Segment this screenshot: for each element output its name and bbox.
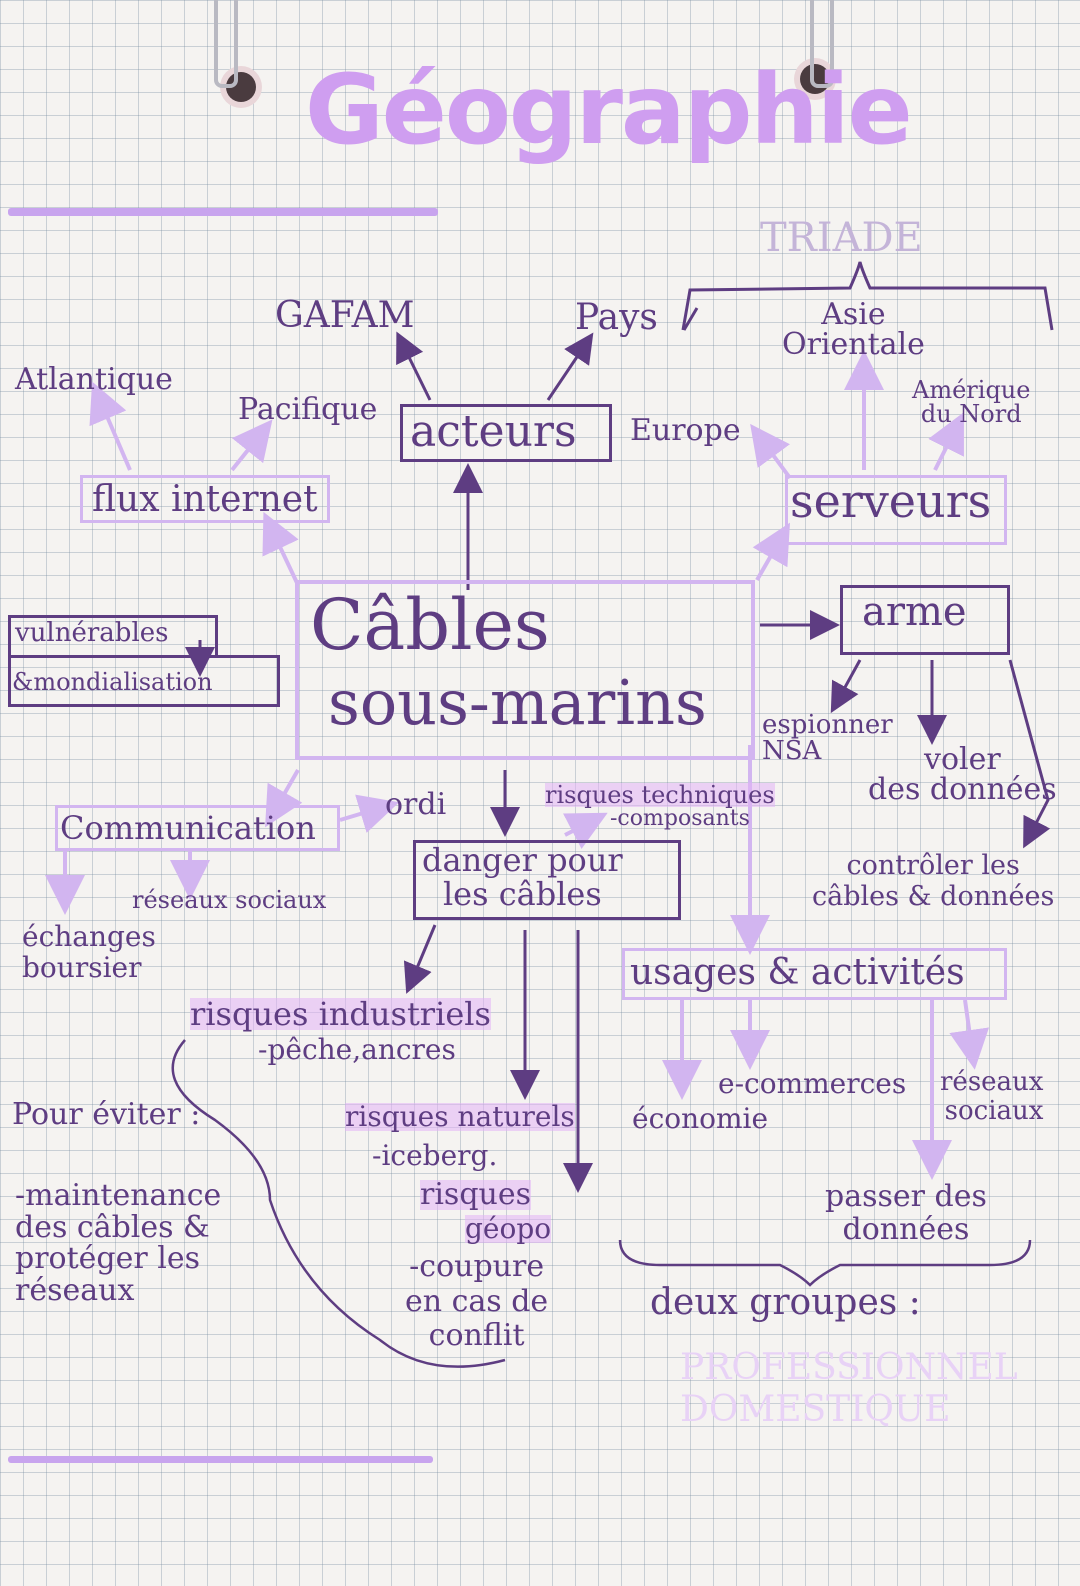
iceberg-label: -iceberg. xyxy=(372,1139,498,1172)
arrow-communication-ordi xyxy=(339,794,400,833)
domestique-label: DOMESTIQUE xyxy=(680,1389,951,1430)
risques-industriels-label: risques industriels xyxy=(190,995,491,1033)
cables-label: Câbles xyxy=(310,584,550,666)
mondialisation-box xyxy=(8,655,280,707)
arrow-danger-risques-ind xyxy=(403,924,437,994)
flux-internet-label: flux internet xyxy=(92,479,318,520)
atlantique-label: Atlantique xyxy=(15,362,173,397)
arrow-cables-serveurs xyxy=(752,522,790,581)
echanges-boursier-label: échanges boursier xyxy=(22,920,156,984)
asie-orientale-label: Asie Orientale xyxy=(782,297,925,362)
arrow-flux-atlantique xyxy=(89,381,132,471)
arrow-arme-controler xyxy=(1008,659,1051,849)
deux-groupes-label: deux groupes : xyxy=(650,1282,921,1323)
bottom-underline xyxy=(8,1456,433,1463)
usages-label: usages & activités xyxy=(630,952,965,993)
arrow-acteurs-pays xyxy=(546,332,594,401)
line-pays-bracket xyxy=(682,307,699,331)
pacifique-label: Pacifique xyxy=(238,392,378,427)
maintenance-label: -maintenance des câbles & protéger les r… xyxy=(15,1178,222,1308)
vulnerables-box xyxy=(8,615,218,657)
composants-label: -composants xyxy=(610,806,750,831)
acteurs-box xyxy=(400,404,612,462)
binder-ring-left xyxy=(214,0,238,88)
coupure-label: -coupure en cas de conflit xyxy=(405,1249,549,1353)
arrow-arme-espionner xyxy=(830,659,862,714)
arrow-danger-risques-tech xyxy=(563,812,608,849)
professionnel-label: PROFESSIONNEL xyxy=(680,1347,1018,1388)
binder-ring-right xyxy=(810,0,834,88)
serveurs-box xyxy=(785,475,1007,545)
binder-hole-right xyxy=(800,64,830,94)
danger-box xyxy=(413,840,681,920)
ordi-label: ordi xyxy=(385,787,447,822)
vulnerables-label: vulnérables xyxy=(15,618,169,648)
communication-box xyxy=(55,805,340,851)
risques-naturels-label: risques naturels xyxy=(345,1100,575,1133)
arrow-serveurs-europe xyxy=(750,423,792,480)
reseaux-sociaux-label: réseaux sociaux xyxy=(132,886,327,914)
arrow-cables-communication xyxy=(265,769,303,828)
pour-eviter-label: Pour éviter : xyxy=(12,1097,201,1132)
risques-geo-label-1: risques xyxy=(420,1177,532,1212)
usages-brace xyxy=(618,1239,1032,1287)
arrow-acteurs-gafam xyxy=(396,331,432,401)
communication-label: Communication xyxy=(60,809,316,847)
danger-label: danger pour les câbles xyxy=(422,841,623,913)
arme-box xyxy=(840,585,1010,655)
reseaux-sociaux-2-label: réseaux sociaux xyxy=(940,1067,1044,1126)
risques-techniques-label: risques techniques xyxy=(545,781,775,809)
pays-label: Pays xyxy=(575,297,658,338)
arrow-cables-flux xyxy=(262,511,300,586)
risques-geo-label-2: géopo xyxy=(465,1212,552,1245)
cables-sous-marins-box xyxy=(295,580,755,760)
acteurs-label: acteurs xyxy=(410,406,577,457)
usages-activites-box xyxy=(622,948,1007,1000)
flux-internet-box xyxy=(80,475,330,523)
arme-label: arme xyxy=(862,589,967,635)
arrow-flux-pacifique xyxy=(230,419,273,472)
triade-label: TRIADE xyxy=(760,215,923,261)
title-underline xyxy=(8,208,438,216)
arrow-usages-reseaux xyxy=(949,999,990,1070)
serveurs-label: serveurs xyxy=(790,474,992,528)
controler-label: contrôler les câbles & données xyxy=(812,850,1055,913)
sous-marins-label: sous-marins xyxy=(328,666,707,739)
europe-label: Europe xyxy=(630,413,741,448)
gafam-label: GAFAM xyxy=(275,295,415,336)
mondialisation-label: &mondialisation xyxy=(12,668,213,696)
e-commerces-label: e-commerces xyxy=(718,1067,907,1100)
peche-label: -pêche,ancres xyxy=(258,1033,456,1066)
voler-label: voler des données xyxy=(868,742,1057,807)
amerique-du-nord-label: Amérique du Nord xyxy=(912,376,1031,428)
espionner-label: espionner NSA xyxy=(762,710,893,766)
curve-risques-eviter xyxy=(171,1039,506,1368)
passer-donnees-label: passer des données xyxy=(825,1179,987,1247)
economie-label: économie xyxy=(632,1102,769,1135)
arrow-serveurs-amerique xyxy=(928,412,964,471)
page-title: Géographie xyxy=(305,54,913,166)
triade-brace xyxy=(681,261,1054,331)
